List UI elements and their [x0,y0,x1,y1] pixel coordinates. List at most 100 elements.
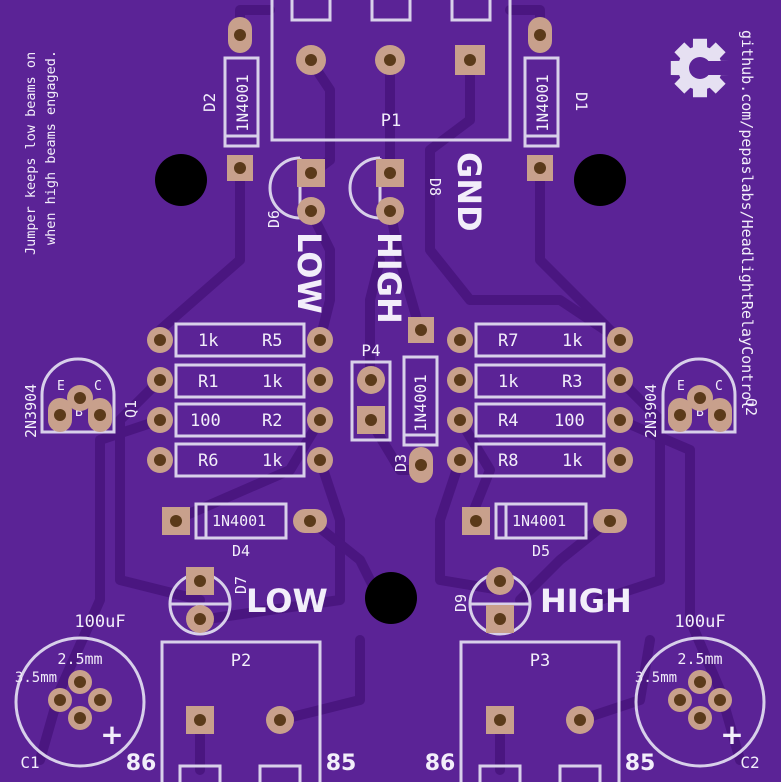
p2-label: P2 [231,651,251,671]
rr-pad-b-1-drill [614,374,626,386]
c1-plus: + [100,718,123,751]
r1-value: 1k [262,372,282,392]
diode-d5: 1N4001 D5 [494,502,588,560]
q2-label: Q2 [742,398,760,416]
q1-pin-e: E [57,379,65,394]
d5-part: 1N4001 [512,512,566,530]
jumper-note-line1: Jumper keeps low beams on [23,52,39,255]
d6-pad-2-drill [305,205,317,217]
d5-label: D5 [532,542,550,560]
c1-pad-2-drill [54,694,66,706]
mounting-hole-right [574,154,626,206]
d1-label: D1 [572,92,591,111]
q1-part: 2N3904 [22,384,40,438]
r7-value: 1k [562,331,582,351]
rr-pad-b-3-drill [614,454,626,466]
capacitor-c1: 100uF 2.5mm 3.5mm + C1 [14,612,146,772]
p1-pad-1-drill [305,54,317,66]
p1-pad-3-drill [464,54,476,66]
resistor-r1: R1 1k [174,363,306,399]
r7-ref: R7 [498,331,518,351]
rl-pad-b-2-drill [314,414,326,426]
connector-p1: P1 [270,0,512,142]
transistor-q2: E C B Q2 2N3904 [642,357,760,438]
r3-value: 1k [498,372,518,392]
d6-pad-1-drill [305,167,317,179]
jumper-note-line2: when high beams engaged. [43,50,59,245]
d8-pad-2-drill [384,205,396,217]
q1-pad-c-drill [94,409,106,421]
d9-label: D9 [452,594,470,612]
resistor-r7: R7 1k [474,322,606,358]
c2-label: C2 [740,753,759,772]
resistor-r3: 1k R3 [474,363,606,399]
c1-label: C1 [20,753,39,772]
rr-pad-a-3-drill [454,454,466,466]
c2-pad-3-drill [714,694,726,706]
q2-pad-c-drill [714,409,726,421]
q1-pad-b-drill [74,392,86,404]
c1-value: 100uF [74,612,125,632]
rl-pad-b-0-drill [314,334,326,346]
rl-pad-a-3-drill [154,454,166,466]
d4-part: 1N4001 [212,512,266,530]
q2-pin-e: E [677,379,685,394]
resistor-r6: R6 1k [174,442,306,478]
mounting-hole-bottom [365,572,417,624]
rl-pad-a-2-drill [154,414,166,426]
d9-pad-2-drill [494,613,506,625]
r2-ref: R2 [262,411,282,431]
d2-pad-a-drill [234,29,246,41]
d1-part: 1N4001 [533,74,552,132]
gnd-label: GND [450,152,488,232]
d2-part: 1N4001 [233,74,252,132]
copper-pads [48,17,732,734]
c2-pad-4-drill [694,712,706,724]
open-hardware-gear-icon [670,38,734,98]
q2-pad-e-drill [674,409,686,421]
q1-pin-c: C [94,379,102,394]
q1-pin-b: B [75,405,83,420]
c1-pitch-b: 3.5mm [15,670,57,686]
copper-traces [35,5,745,775]
p4-label: P4 [361,341,380,360]
d1-pad-k-drill [534,162,546,174]
c1-pad-1-drill [74,676,86,688]
diode-d2: 1N4001 D2 [200,56,260,148]
rl-pad-a-0-drill [154,334,166,346]
p2-pad-1-drill [194,714,206,726]
c1-pad-3-drill [94,694,106,706]
d6-label: D6 [265,210,283,228]
q2-pin-c: C [715,379,723,394]
rr-pad-b-2-drill [614,414,626,426]
p3-pin-86: 86 [425,751,456,776]
p3-label: P3 [530,651,550,671]
high-top-label: HIGH [370,232,408,324]
q2-pin-b: B [696,405,704,420]
mounting-hole-left [155,154,207,206]
d9-pad-1-drill [494,575,506,587]
d2-pad-k-drill [234,162,246,174]
c1-pitch-a: 2.5mm [57,650,102,668]
q1-pad-e-drill [54,409,66,421]
rr-pad-a-1-drill [454,374,466,386]
p2-pad-2-drill [274,714,286,726]
p3-pad-1-drill [494,714,506,726]
rr-pad-a-2-drill [454,414,466,426]
p1-label: P1 [381,111,401,131]
c2-pad-1-drill [694,676,706,688]
q2-part: 2N3904 [642,384,660,438]
c1-pad-4-drill [74,712,86,724]
d3-label: D3 [392,454,410,472]
d1-pad-a-drill [534,29,546,41]
resistor-r5: 1k R5 [174,322,306,358]
p2-pin-85: 85 [326,751,357,776]
q1-label: Q1 [122,400,140,418]
rl-pad-b-3-drill [314,454,326,466]
d5-pad-a-drill [604,515,616,527]
connector-p2: P2 86 85 [126,640,357,782]
c2-pitch-b: 3.5mm [635,670,677,686]
jumper-p4[interactable]: P4 [350,341,392,442]
